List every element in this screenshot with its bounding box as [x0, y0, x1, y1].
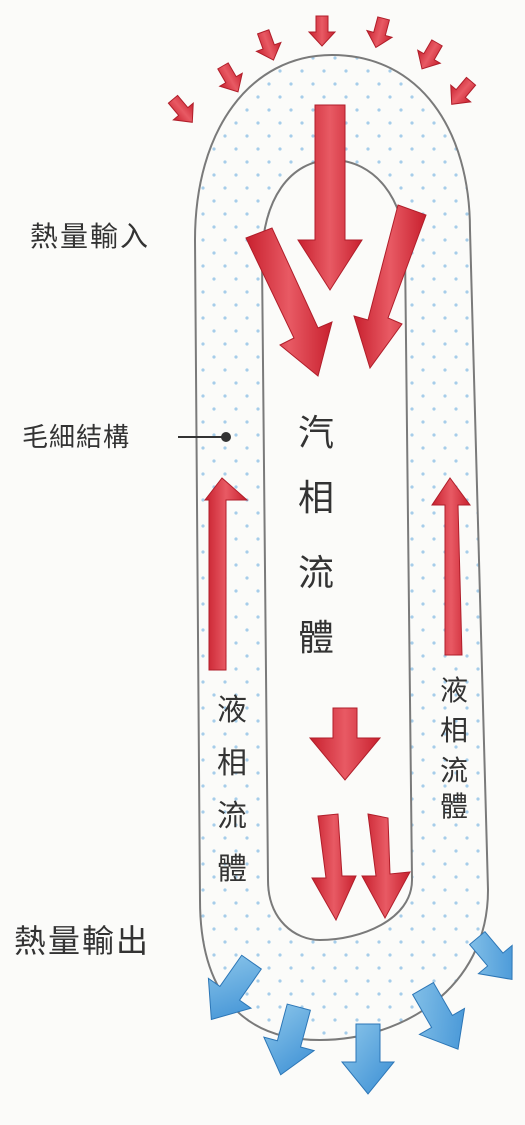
vapor-flow-arrows: [245, 104, 427, 922]
liquid-arrow-right: [431, 477, 471, 656]
vapor-arrow-left: [245, 227, 333, 377]
heat-input-label: 熱量輸入: [30, 220, 150, 253]
liquid-right-char-4: 體: [440, 790, 468, 823]
liquid-return-arrows: [203, 477, 471, 671]
liquid-left-char-4: 體: [217, 852, 247, 887]
capillary-region: [195, 55, 488, 1040]
liquid-left-char-3: 流: [217, 799, 247, 834]
vapor-char-2: 相: [298, 478, 334, 519]
capillary-leader-dot: [221, 432, 231, 442]
vapor-char-3: 流: [298, 553, 334, 594]
outer-pipe-outline: [193, 53, 490, 1042]
vapor-phase-label: 汽 相 流 體: [298, 413, 334, 659]
vapor-arrow-right: [353, 204, 427, 370]
liquid-left-char-1: 液: [217, 693, 247, 728]
capillary-structure-label: 毛細結構: [22, 423, 130, 453]
liquid-right-char-3: 流: [440, 754, 468, 787]
liquid-phase-label-left: 液 相 流 體: [217, 693, 247, 887]
vapor-char-4: 體: [298, 618, 334, 659]
vapor-arrow-middle: [308, 707, 382, 781]
liquid-phase-label-right: 液 相 流 體: [440, 674, 468, 823]
liquid-right-char-2: 相: [440, 714, 468, 747]
vapor-char-1: 汽: [298, 413, 334, 454]
liquid-right-char-1: 液: [440, 674, 468, 707]
liquid-left-char-2: 相: [217, 746, 247, 781]
heat-output-arrows: [207, 930, 513, 1095]
vapor-arrow-lower-right: [361, 813, 411, 920]
heat-input-arrows: [167, 15, 477, 123]
vapor-arrow-center: [297, 104, 363, 291]
liquid-arrow-left: [203, 477, 249, 671]
vapor-arrow-lower-left: [311, 813, 357, 922]
heat-output-label: 熱量輸出: [14, 922, 150, 960]
